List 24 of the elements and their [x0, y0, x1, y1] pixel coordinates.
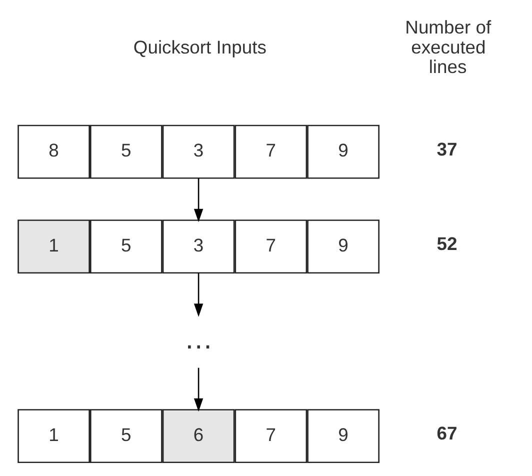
node-box: 6: [162, 409, 235, 464]
node-box: 5: [90, 124, 162, 179]
node-box: 7: [234, 409, 308, 464]
node-text: …: [184, 324, 214, 356]
node-box: 3: [162, 124, 235, 179]
node-box: 1: [18, 409, 90, 464]
arrow: [194, 178, 204, 222]
label: 37: [436, 138, 458, 160]
node-box: 3: [162, 220, 235, 274]
label: Number of executed lines: [405, 16, 492, 78]
label: 52: [436, 233, 458, 254]
node-box: 1: [18, 220, 90, 274]
node-box: 8: [18, 124, 90, 179]
node-box: 9: [307, 409, 380, 464]
node-box: 7: [234, 124, 308, 179]
node-box: 9: [307, 220, 380, 274]
label: Quicksort Inputs: [133, 36, 266, 58]
arrow: [194, 273, 204, 317]
arrow: [194, 368, 204, 412]
node-box: 9: [307, 124, 380, 179]
node-box: 5: [90, 409, 162, 464]
node-box: 5: [90, 220, 162, 274]
label: 67: [436, 422, 458, 444]
node-box: 7: [234, 220, 308, 274]
